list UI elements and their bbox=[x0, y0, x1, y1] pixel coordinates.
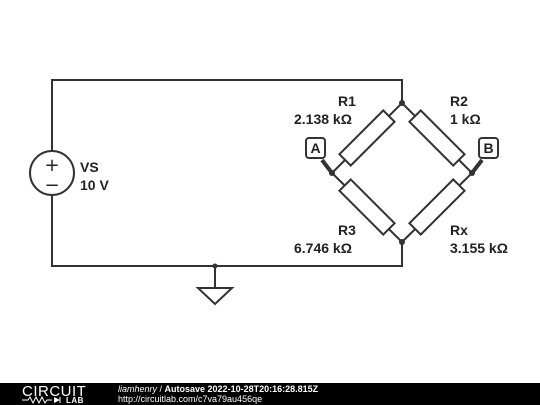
probe-b-label: B bbox=[483, 140, 493, 156]
footer-bar: CIRCUIT LAB liamhenry / Autosave 2022-10… bbox=[0, 383, 540, 405]
rx-value-label: 3.155 kΩ bbox=[450, 240, 508, 256]
footer-meta-line: liamhenry / Autosave 2022-10-28T20:16:28… bbox=[118, 384, 318, 394]
resistor-r2[interactable] bbox=[408, 109, 466, 167]
resistor-r3[interactable] bbox=[338, 178, 396, 236]
r2-name-label: R2 bbox=[450, 93, 468, 109]
probe-a[interactable]: A bbox=[305, 137, 334, 175]
resistor-r1[interactable] bbox=[338, 109, 396, 167]
wire-top bbox=[51, 79, 403, 151]
voltage-source[interactable]: + − bbox=[29, 150, 75, 196]
resistor-rx[interactable] bbox=[408, 178, 466, 236]
node-top bbox=[399, 100, 405, 106]
logo-resistor-wave-icon bbox=[22, 396, 61, 404]
circuit-schematic: + − VS 10 V A B R1 2.138 kΩ R2 1 kΩ R3 6… bbox=[29, 79, 508, 306]
node-ground bbox=[212, 263, 218, 269]
r1-name-label: R1 bbox=[338, 93, 356, 109]
logo-lab-text: LAB bbox=[66, 396, 84, 405]
ground-symbol bbox=[195, 287, 235, 306]
circuit-url-link[interactable]: http://circuitlab.com/c7va79au456qe bbox=[118, 394, 263, 404]
wire-bottom bbox=[51, 196, 403, 267]
author-link[interactable]: liamhenry bbox=[118, 384, 158, 394]
rx-name-label: Rx bbox=[450, 222, 468, 238]
source-plus-sign: + bbox=[44, 155, 59, 176]
r2-value-label: 1 kΩ bbox=[450, 111, 481, 127]
circuitlab-logo[interactable]: CIRCUIT LAB bbox=[22, 383, 94, 405]
node-bottom bbox=[399, 239, 405, 245]
logo-circuit-text: CIRCUIT bbox=[22, 383, 87, 400]
source-minus-sign: − bbox=[44, 175, 59, 196]
source-value-label: 10 V bbox=[80, 177, 109, 193]
footer-separator: / bbox=[157, 384, 165, 394]
source-name-label: VS bbox=[80, 159, 99, 175]
autosave-title: Autosave 2022-10-28T20:16:28.815Z bbox=[164, 384, 319, 394]
r3-name-label: R3 bbox=[338, 222, 356, 238]
r1-value-label: 2.138 kΩ bbox=[294, 111, 352, 127]
probe-b[interactable]: B bbox=[470, 137, 499, 175]
probe-a-label: A bbox=[310, 140, 320, 156]
r3-value-label: 6.746 kΩ bbox=[294, 240, 352, 256]
